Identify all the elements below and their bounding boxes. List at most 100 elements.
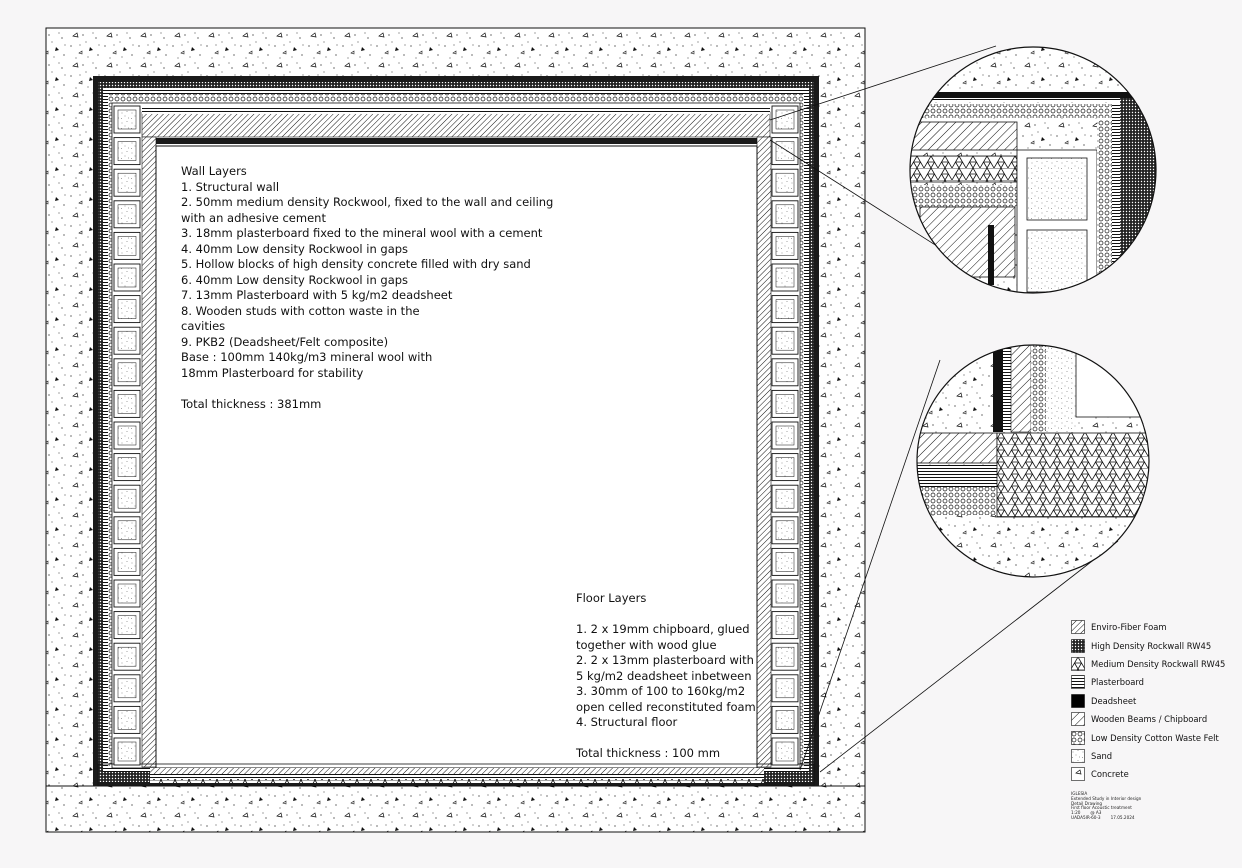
sand-fill [775, 236, 795, 256]
floor-plasterboard [150, 774, 764, 779]
note-line: 2. 2 x 13mm plasterboard with [576, 653, 754, 667]
legend-swatch-icon [1071, 767, 1085, 782]
note-line: Floor Layers [576, 591, 647, 605]
sand-fill [117, 204, 137, 225]
sand-fill [117, 583, 137, 604]
sand-fill [117, 172, 137, 193]
note-line: 4. 40mm Low density Rockwool in gaps [181, 241, 409, 256]
note-line [576, 731, 756, 747]
legend-label: Plasterboard [1091, 677, 1144, 688]
sand-fill [117, 425, 137, 446]
sand-fill [775, 109, 795, 130]
legend-item: Enviro-Fiber Foam [1071, 618, 1236, 636]
leader-line [769, 45, 997, 121]
sand-fill [775, 425, 795, 446]
legend-label: Medium Density Rockwall RW45 [1091, 658, 1226, 669]
legend-item: Medium Density Rockwall RW45 [1071, 655, 1236, 673]
legend-swatch-icon [1071, 620, 1085, 634]
sand-fill [775, 552, 795, 572]
inner-deadsheet-top [148, 138, 764, 144]
sand-fill [775, 299, 795, 319]
sand-fill [775, 330, 795, 351]
legend-swatch-icon [1071, 730, 1085, 745]
floor-layers-notes: Floor Layers 1. 2 x 19mm chipboard, glue… [576, 591, 756, 762]
sand-fill [117, 678, 137, 699]
legend-item: Concrete [1071, 765, 1236, 783]
legend-swatch-icon [1071, 675, 1085, 690]
sand-fill [775, 646, 795, 667]
inner-room [155, 145, 758, 769]
inner-plaster [142, 108, 770, 114]
title-scale-row: 1:20 @ A3 [1071, 810, 1231, 816]
legend-item: Plasterboard [1071, 673, 1236, 691]
title-name: IGLESIA [1071, 791, 1088, 796]
title-line: Extended Study in Interior design [1071, 795, 1142, 801]
legend-swatch-icon [1071, 749, 1085, 763]
sand-fill [117, 741, 137, 762]
floor-foam [150, 779, 764, 783]
hollow-block-group [113, 105, 799, 766]
note-line: 7. 13mm Plasterboard with 5 kg/m2 deadsh… [181, 288, 453, 302]
sand-fill [117, 141, 137, 161]
sand-fill [775, 172, 795, 193]
sand-fill [117, 267, 137, 288]
detail-bubble-bottom [916, 344, 1150, 578]
sand-fill [775, 520, 795, 541]
sand-fill [117, 457, 137, 477]
sand-fill [117, 362, 137, 383]
note-line: 9. PKB2 (Deadsheet/Felt composite) [181, 334, 389, 349]
note-line [576, 607, 756, 623]
leader-line [819, 540, 1119, 773]
sand-fill [117, 552, 137, 572]
note-line: 1. Structural wall [181, 179, 280, 194]
legend-label: Wooden Beams / Chipboard [1091, 714, 1208, 725]
title-line: Detail Drawing [1071, 800, 1103, 806]
sand-fill [117, 330, 137, 351]
sand-fill [775, 615, 795, 635]
note-line: 5. Hollow blocks of high density concret… [181, 257, 531, 271]
note-line [181, 381, 553, 397]
legend-item: Sand [1071, 747, 1236, 765]
note-line: open celled reconstituted foam [576, 699, 756, 714]
title-scale: 1:20 [1071, 810, 1081, 816]
note-line: 5 kg/m2 deadsheet inbetween [576, 668, 752, 683]
sand-fill [117, 646, 137, 667]
sand-fill [117, 520, 137, 541]
legend-item: High Density Rockwall RW45 [1071, 636, 1236, 654]
sand-fill [117, 615, 137, 635]
studs-layer [141, 111, 771, 138]
left-studs [141, 136, 157, 768]
note-line: cavities [181, 319, 226, 333]
legend-label: Sand [1091, 750, 1113, 761]
legend-label: Enviro-Fiber Foam [1091, 622, 1167, 633]
note-line: with an adhesive cement [181, 210, 326, 225]
sand-fill [775, 457, 795, 477]
note-line: 6. 40mm Low density Rockwool in gaps [181, 272, 409, 287]
note-line: 3. 30mm of 100 to 160kg/m2 [576, 684, 746, 698]
title-block: IGLESIA Extended Study in Interior desig… [1071, 791, 1231, 821]
title-code: UADA5IR-60-3 [1071, 814, 1101, 820]
sand-fill [775, 362, 795, 383]
floor-base [97, 763, 815, 787]
sand-fill [775, 267, 795, 288]
right-studs [756, 136, 772, 768]
legend-item: Wooden Beams / Chipboard [1071, 710, 1236, 728]
note-line: 8. Wooden studs with cotton waste in the [181, 303, 420, 318]
sand-fill [775, 583, 795, 604]
note-line: Total thickness : 100 mm [576, 746, 721, 760]
sand-fill [117, 394, 137, 414]
detail-bubble-top [909, 46, 1157, 294]
legend-label: Deadsheet [1091, 695, 1137, 706]
note-line: together with wood glue [576, 637, 717, 652]
legend-swatch-icon [1071, 712, 1085, 726]
floor-chipboard [150, 768, 764, 774]
title-code-row: UADA5IR-60-3 17.05.2024 [1071, 814, 1231, 821]
legend-label: Low Density Cotton Waste Felt [1091, 732, 1219, 743]
note-line: 1. 2 x 19mm chipboard, glued [576, 622, 750, 636]
title-line: First floor Acoustic treatment [1071, 805, 1132, 811]
legend-label: Concrete [1091, 769, 1129, 780]
